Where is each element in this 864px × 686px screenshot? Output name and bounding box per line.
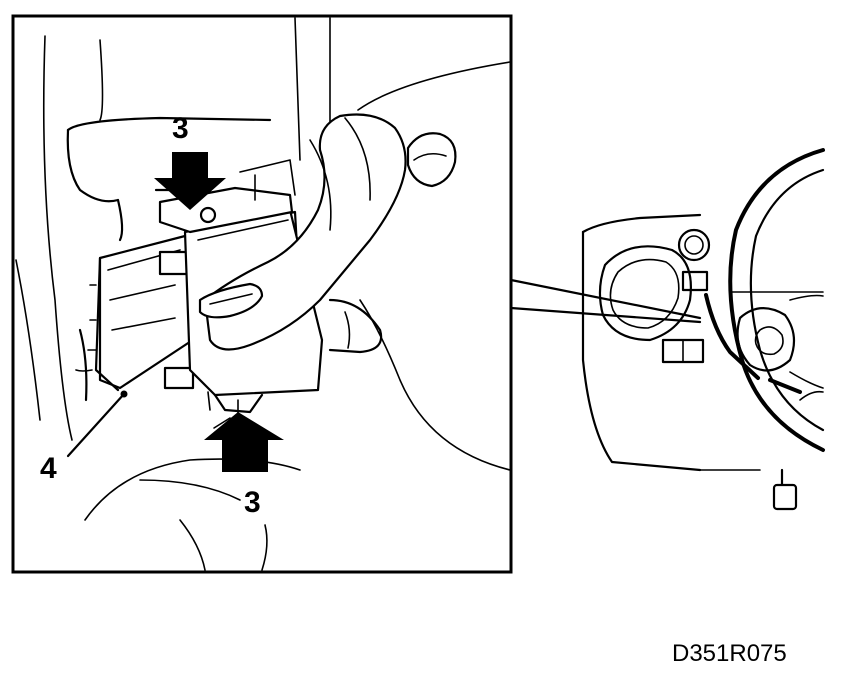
callout-module-number: 4 [40,452,57,485]
arrow-bottom [204,412,284,472]
arrow-top [154,152,226,210]
dashboard-overview [581,148,825,511]
module-leader [66,390,128,458]
detail-frame [11,14,513,574]
detail-leader [509,278,702,324]
callout-bottom-number: 3 [244,486,261,519]
figure-code: D351R075 [672,640,787,667]
detail-illustration [15,17,511,571]
callout-top-number: 3 [172,112,189,145]
